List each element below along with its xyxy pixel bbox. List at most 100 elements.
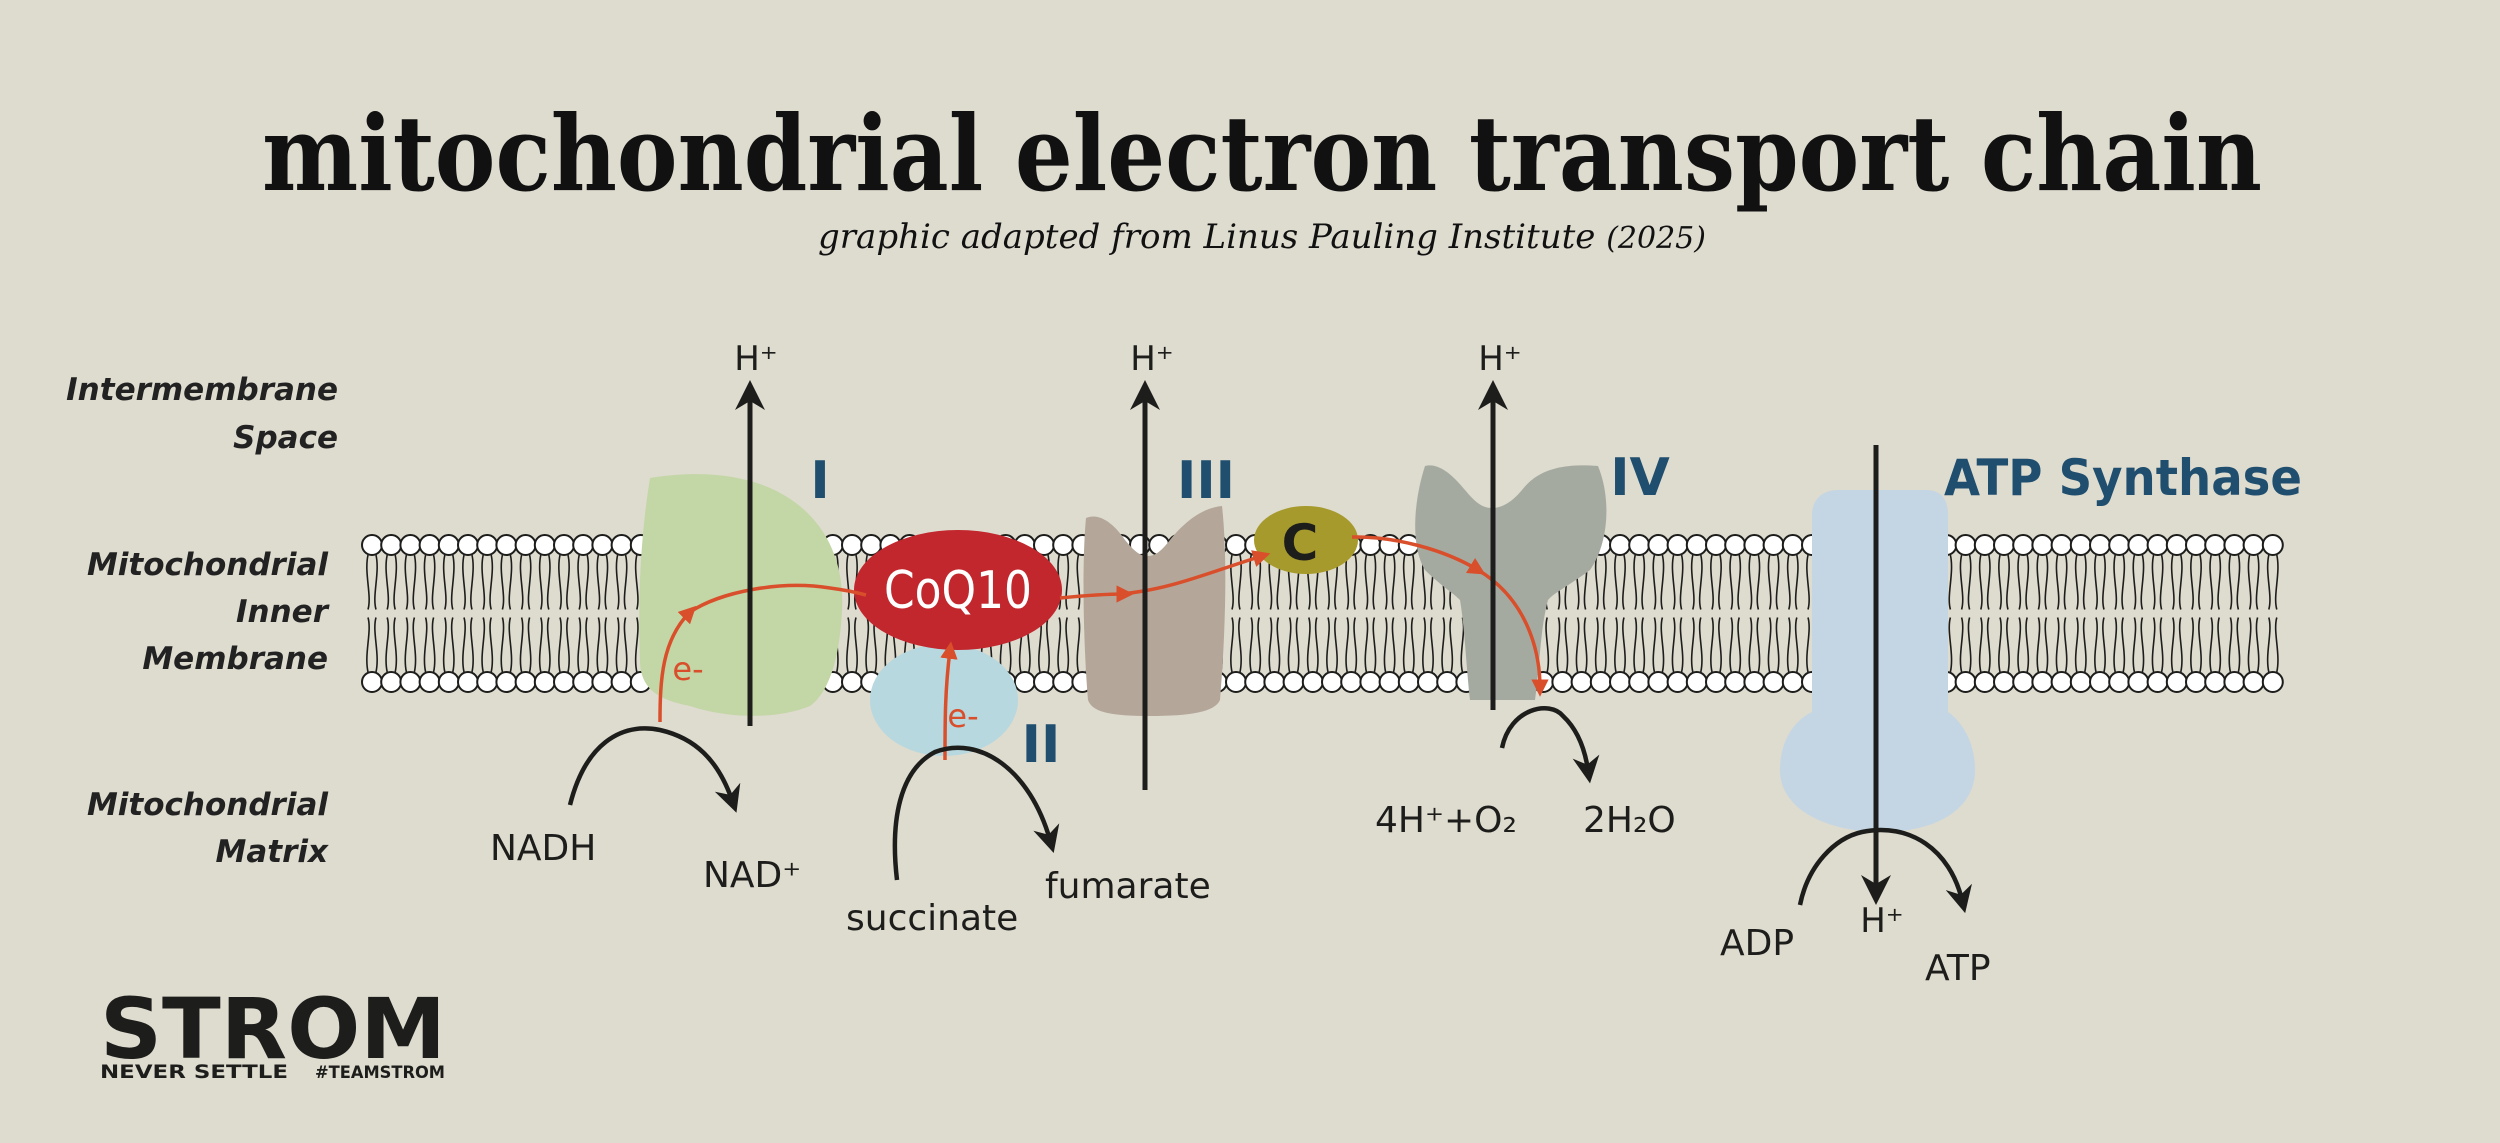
lipid-head — [1762, 534, 1785, 556]
lipid-head — [1225, 671, 1247, 693]
lipid-head — [841, 534, 863, 556]
lipid-head — [380, 534, 403, 556]
nadh-label: NADH — [490, 828, 596, 869]
lipid-head — [1033, 671, 1055, 693]
lipid-head — [553, 671, 575, 693]
lipid-head — [533, 671, 556, 693]
complex-2-shape — [870, 644, 1018, 756]
coq10-shape — [854, 530, 1062, 650]
lipid-head — [457, 534, 479, 556]
subtitle-year: (2025) — [1606, 221, 1706, 256]
lipid-head — [1321, 671, 1343, 693]
electron-label-2: e- — [947, 697, 978, 735]
logo-hashtag: #TEAMSTROM — [315, 1063, 445, 1083]
region-membrane-line3: Membrane — [142, 641, 328, 677]
cytochrome-c-label: C — [1282, 514, 1319, 572]
water-label: 2H₂O — [1583, 800, 1676, 841]
lipid-head — [1954, 671, 1977, 693]
complex-3-shape — [1083, 506, 1226, 716]
complex-numerals: I II III IV ATP Synthase — [810, 448, 2302, 775]
lipid-head — [1973, 534, 1996, 556]
lipid-head — [2089, 534, 2111, 556]
electron-label-1: e- — [672, 650, 703, 688]
lipid-head — [457, 671, 479, 693]
lipid-head — [1378, 671, 1401, 693]
lipid-head — [1724, 534, 1747, 556]
lipid-head — [1570, 671, 1593, 693]
logo-brand: STROM — [100, 980, 446, 1078]
lipid-head — [1993, 671, 2015, 693]
lipid-head — [1743, 671, 1766, 693]
lipid-head — [1589, 671, 1612, 693]
lipid-head — [2185, 534, 2207, 556]
complex-4-shape — [1415, 465, 1607, 700]
lipid-head — [2146, 671, 2169, 693]
lipid-head — [1244, 671, 1267, 693]
lipid-head — [533, 534, 556, 556]
substrate-labels: NADH NAD⁺ succinate fumarate 4H⁺+O₂ 2H₂O… — [490, 800, 1991, 989]
lipid-head — [1417, 671, 1439, 693]
subtitle-source: graphic adapted from Linus Pauling Insti… — [818, 217, 1595, 257]
lipid-head — [1225, 534, 1247, 556]
lipid-head — [495, 534, 518, 556]
lipid-head — [361, 534, 383, 556]
region-membrane-line1: Mitochondrial — [87, 547, 328, 583]
complex-1-shape — [639, 474, 843, 716]
lipid-head — [2108, 534, 2131, 556]
proton-label-4: H⁺ — [1478, 339, 1522, 379]
lipid-head — [553, 534, 575, 556]
lipid-head — [1705, 534, 1727, 556]
lipid-head — [380, 671, 403, 693]
region-matrix-line1: Mitochondrial — [87, 787, 328, 823]
lipid-head — [399, 534, 422, 556]
proton-label-3: H⁺ — [1130, 339, 1174, 379]
lipid-head — [514, 671, 537, 693]
lipid-head — [1436, 671, 1459, 693]
lipid-head — [2204, 671, 2227, 693]
lipid-head — [1609, 671, 1631, 693]
substrate-arrows — [567, 706, 1972, 914]
region-labels: Intermembrane Space Mitochondrial Inner … — [66, 372, 338, 870]
lipid-head — [1666, 534, 1689, 556]
lipid-head — [476, 671, 499, 693]
region-intermembrane-line1: Intermembrane — [66, 372, 338, 408]
lipid-head — [1762, 671, 1785, 693]
lipid-head — [2261, 671, 2284, 693]
lipid-head — [1628, 534, 1651, 556]
lipid-head — [1666, 671, 1689, 693]
lipid-head — [1340, 671, 1363, 693]
region-matrix-line2: Matrix — [216, 834, 330, 870]
region-intermembrane-line2: Space — [233, 420, 338, 456]
lipid-head — [572, 534, 595, 556]
complex-4-label: IV — [1610, 448, 1670, 508]
lipid-head — [2069, 534, 2092, 556]
oxygen-label: 4H⁺+O₂ — [1375, 800, 1517, 841]
lipid-head — [1705, 671, 1727, 693]
lipid-head — [2031, 671, 2054, 693]
lipid-head — [2223, 671, 2246, 693]
lipid-head — [2242, 534, 2265, 556]
lipid-head — [418, 671, 441, 693]
region-membrane-line2: Inner — [236, 594, 330, 630]
page-title: mitochondrial electron transport chain — [262, 92, 2262, 215]
lipid-head — [1685, 671, 1708, 693]
proton-label-atp: H⁺ — [1860, 901, 1904, 941]
lipid-head — [1647, 671, 1670, 693]
logo-tagline: NEVER SETTLE — [100, 1061, 288, 1083]
cytochrome-c-shape — [1254, 506, 1358, 574]
lipid-head — [361, 671, 383, 693]
lipid-head — [1628, 671, 1651, 693]
lipid-head — [1973, 671, 1996, 693]
lipid-head — [2012, 671, 2035, 693]
lipid-head — [2242, 671, 2265, 693]
lipid-head — [1724, 671, 1747, 693]
lipid-head — [1781, 534, 1804, 556]
succinate-label: succinate — [846, 898, 1018, 939]
lipid-head — [2050, 534, 2073, 556]
lipid-head — [2165, 671, 2188, 693]
atp-label: ATP — [1925, 948, 1991, 989]
lipid-head — [1781, 671, 1804, 693]
lipid-head — [2223, 534, 2246, 556]
lipid-head — [1359, 671, 1382, 693]
